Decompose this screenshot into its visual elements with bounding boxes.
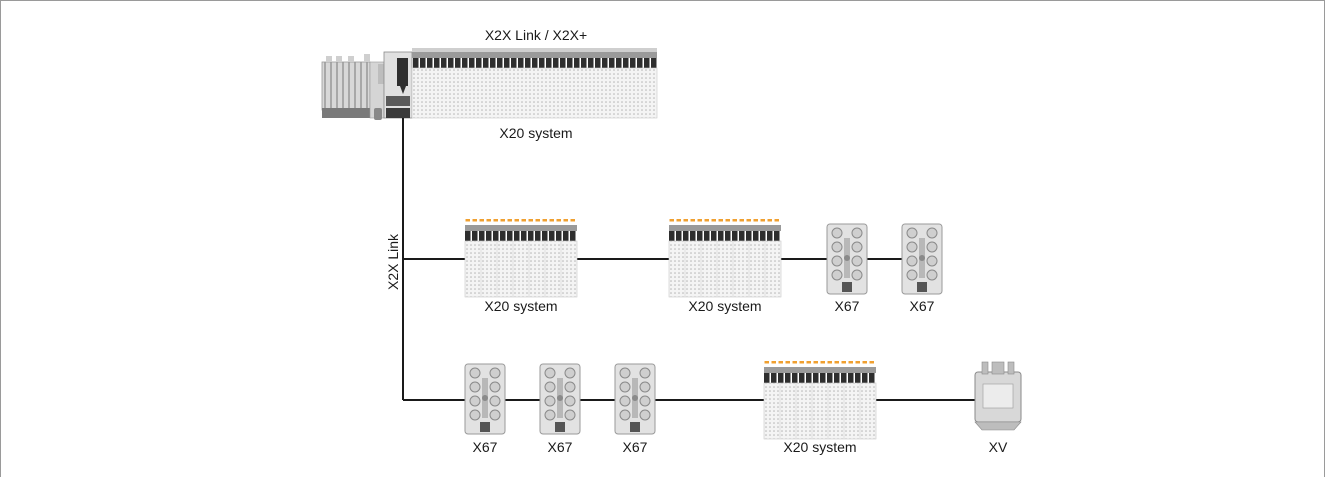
row1-caption-3: X67 xyxy=(835,298,860,314)
row2-caption-5: XV xyxy=(989,439,1008,455)
xv-panel-icon xyxy=(974,361,1022,431)
row2-caption-3: X67 xyxy=(623,439,648,455)
top-bus-label: X2X Link / X2X+ xyxy=(485,27,587,43)
row2-x67-module-3 xyxy=(614,363,656,435)
trunk-label: X2X Link xyxy=(385,233,401,290)
row2-caption-4: X20 system xyxy=(783,439,856,455)
row1-caption-1: X20 system xyxy=(484,298,557,314)
top-controller xyxy=(321,54,390,120)
top-x20-module-strip xyxy=(411,48,658,119)
row2-x67-module-2 xyxy=(539,363,581,435)
row1-caption-2: X20 system xyxy=(688,298,761,314)
row2-caption-2: X67 xyxy=(548,439,573,455)
top-bus-receiver-module xyxy=(383,51,413,119)
row1-caption-4: X67 xyxy=(910,298,935,314)
row1-x20-system-2 xyxy=(668,218,782,298)
top-system-caption: X20 system xyxy=(499,125,572,141)
row2-caption-1: X67 xyxy=(473,439,498,455)
row1-x20-system-1 xyxy=(464,218,578,298)
row2-x20-system xyxy=(763,360,877,440)
row2-x67-module-1 xyxy=(464,363,506,435)
row1-x67-module-1 xyxy=(826,223,868,295)
row1-x67-module-2 xyxy=(901,223,943,295)
